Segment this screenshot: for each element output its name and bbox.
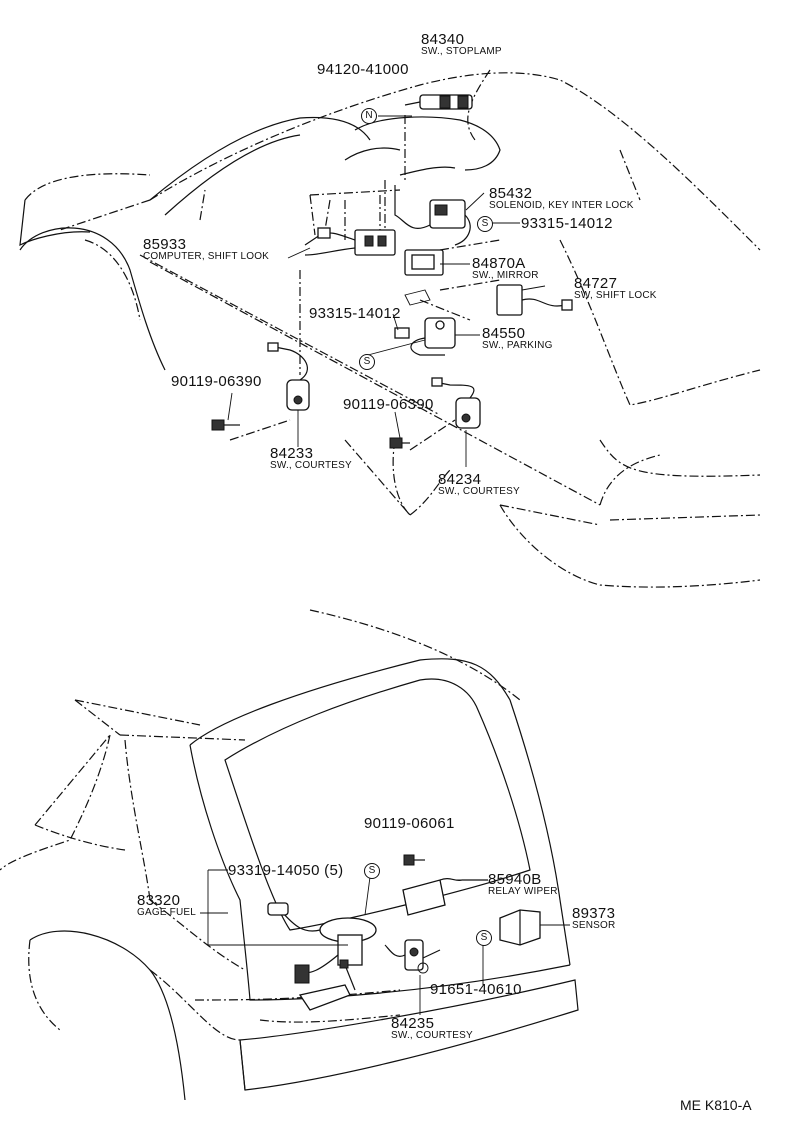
part-84870a: 84870A SW., MIRROR bbox=[472, 256, 539, 281]
part-90119-06390-right: 90119-06390 bbox=[343, 396, 434, 413]
part-number: 84234 bbox=[438, 471, 482, 488]
part-93315-14012-upper: 93315-14012 bbox=[521, 215, 613, 232]
part-91651-40610: 91651-40610 bbox=[430, 981, 522, 998]
part-number: 85940B bbox=[488, 871, 542, 888]
shift-lock-switch-part bbox=[496, 284, 573, 316]
part-description: COMPUTER, SHIFT LOOK bbox=[143, 251, 270, 262]
part-description: SOLENOID, KEY INTER LOCK bbox=[489, 200, 634, 211]
part-description: SW., PARKING bbox=[482, 340, 553, 351]
part-number: 85933 bbox=[143, 236, 187, 253]
part-84233: 84233 SW., COURTESY bbox=[270, 446, 352, 471]
part-number: 84727 bbox=[574, 275, 618, 292]
sensor-part bbox=[499, 909, 541, 946]
solenoid-part bbox=[394, 185, 471, 246]
part-90119-06390-left: 90119-06390 bbox=[171, 373, 262, 390]
part-94120-41000: 94120-41000 bbox=[317, 61, 409, 78]
courtesy-switch-right-part bbox=[431, 377, 481, 429]
bolt-right-part bbox=[389, 437, 410, 449]
part-85432: 85432 SOLENOID, KEY INTER LOCK bbox=[489, 186, 634, 211]
part-number: 84550 bbox=[482, 325, 526, 342]
part-number: 83320 bbox=[137, 892, 181, 909]
part-90119-06061: 90119-06061 bbox=[364, 815, 455, 832]
top-car-body bbox=[19, 69, 761, 588]
part-number: 84235 bbox=[391, 1015, 435, 1032]
figure-code: ME K810-A bbox=[680, 1097, 752, 1113]
parking-switch-part bbox=[394, 317, 456, 356]
part-84235: 84235 SW., COURTESY bbox=[391, 1016, 473, 1041]
bottom-leader-lines bbox=[200, 869, 570, 1015]
screw-symbol-s: S bbox=[477, 216, 493, 232]
relay-wiper-part bbox=[402, 877, 488, 916]
part-84550: 84550 SW., PARKING bbox=[482, 326, 553, 351]
part-description: SENSOR bbox=[572, 920, 616, 931]
screw-symbol-s: S bbox=[364, 863, 380, 879]
part-description: SW., COURTESY bbox=[270, 460, 352, 471]
part-description: RELAY WIPER bbox=[488, 886, 558, 897]
top-leader-lines bbox=[227, 115, 546, 467]
part-number: 85432 bbox=[489, 185, 533, 202]
mirror-switch-part bbox=[404, 249, 444, 306]
screw-symbol-s: S bbox=[476, 930, 492, 946]
bottom-car-body bbox=[0, 609, 579, 1101]
courtesy-switch-bottom-part bbox=[384, 939, 441, 974]
part-93319-14050: 93319-14050 (5) bbox=[228, 862, 344, 879]
part-number: 84340 bbox=[421, 31, 465, 48]
part-description: SW., COURTESY bbox=[391, 1030, 473, 1041]
part-description: SW., STOPLAMP bbox=[421, 46, 502, 57]
part-84234: 84234 SW., COURTESY bbox=[438, 472, 520, 497]
part-84340: 84340 SW., STOPLAMP bbox=[421, 32, 502, 57]
nut-symbol-n: N bbox=[361, 108, 377, 124]
part-85940b: 85940B RELAY WIPER bbox=[488, 872, 558, 897]
part-85933: 85933 COMPUTER, SHIFT LOOK bbox=[143, 237, 269, 262]
shift-lock-computer-part bbox=[304, 227, 396, 256]
part-description: GAGE FUEL bbox=[137, 907, 197, 918]
bolt-left-part bbox=[211, 419, 240, 431]
part-84727: 84727 SW, SHIFT LOCK bbox=[574, 276, 657, 301]
part-number: 84233 bbox=[270, 445, 314, 462]
part-description: SW, SHIFT LOCK bbox=[574, 290, 657, 301]
part-number: 84870A bbox=[472, 255, 526, 272]
part-description: SW., MIRROR bbox=[472, 270, 539, 281]
screw-symbol-s: S bbox=[359, 354, 375, 370]
part-89373: 89373 SENSOR bbox=[572, 906, 615, 931]
part-93315-14012-lower: 93315-14012 bbox=[309, 305, 401, 322]
bolt-bottom-part bbox=[403, 854, 425, 866]
part-number: 89373 bbox=[572, 905, 616, 922]
stoplamp-switch-part bbox=[404, 94, 473, 110]
fuel-gage-part bbox=[267, 902, 377, 1011]
courtesy-switch-left-part bbox=[267, 342, 310, 411]
part-83320: 83320 GAGE FUEL bbox=[137, 893, 196, 918]
part-description: SW., COURTESY bbox=[438, 486, 520, 497]
